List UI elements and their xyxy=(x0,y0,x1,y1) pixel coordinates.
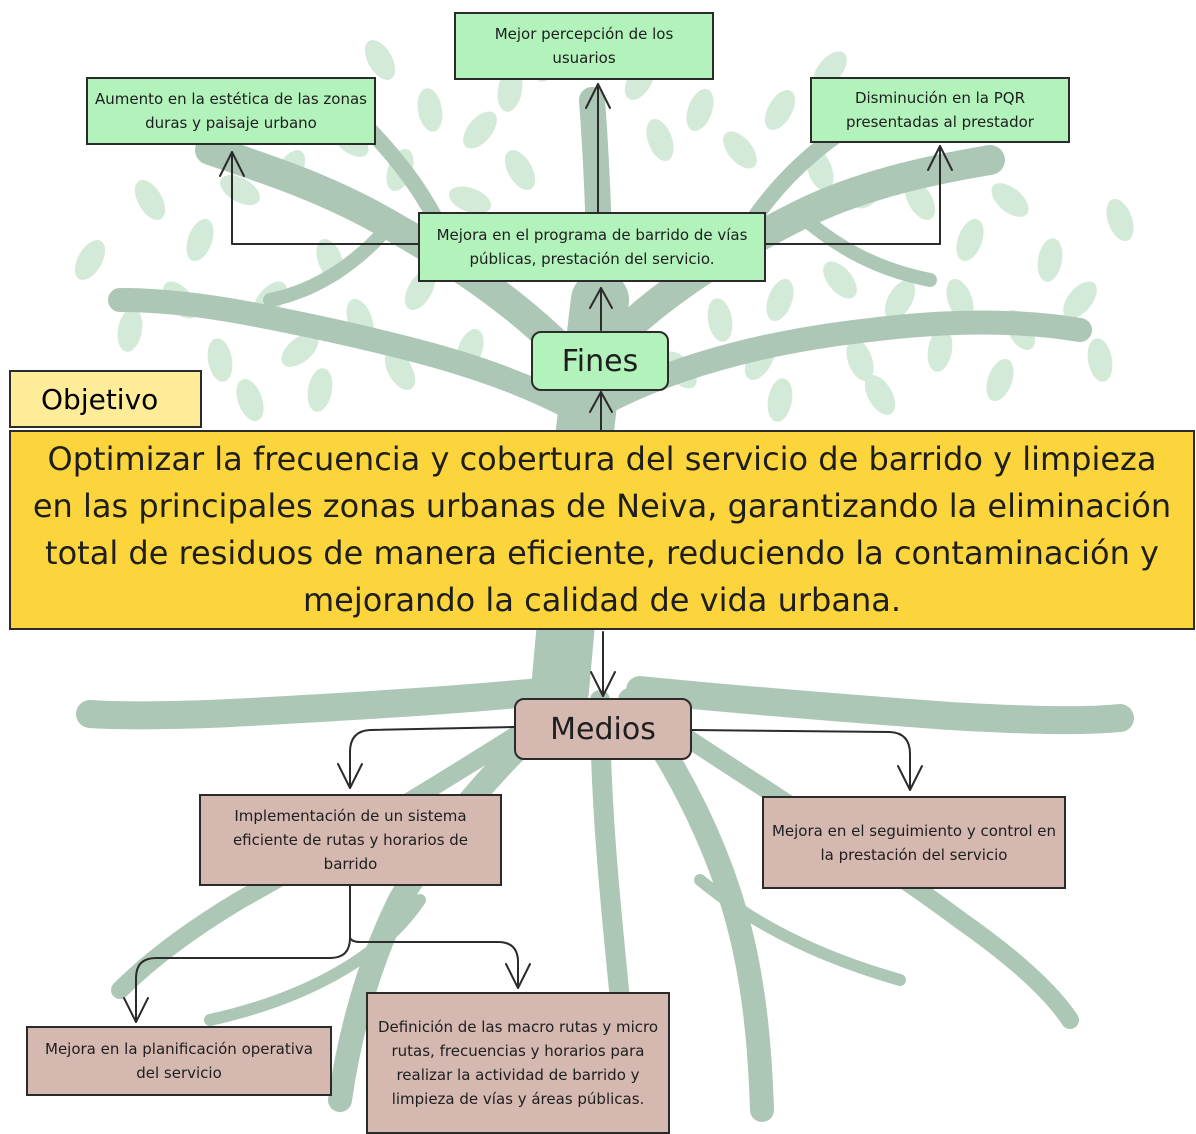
tree-branch xyxy=(694,874,906,986)
tree-branch xyxy=(793,208,937,287)
arrow-fines-to-effect-left xyxy=(219,151,419,245)
tree-leaf xyxy=(307,368,333,412)
tree-leaf xyxy=(117,308,143,352)
tree-branch xyxy=(108,288,587,422)
tree-leaf xyxy=(1087,338,1113,382)
tree-leaf xyxy=(74,240,106,280)
tree-branch xyxy=(204,894,426,1026)
tree-branch xyxy=(651,711,1079,1029)
tree-leaf xyxy=(956,218,984,262)
effect-text-pqr: Disminución en la PQR presentadas al pre… xyxy=(846,89,1034,131)
tree-branch xyxy=(263,218,397,307)
arrow-objective-to-fines xyxy=(589,391,613,431)
tree-leaf xyxy=(864,375,896,415)
fines-badge: Fines xyxy=(531,331,669,391)
effect-text-perception: Mejor percepción de los usuarios xyxy=(494,25,674,67)
tree-branch xyxy=(328,688,582,1112)
tree-leaf xyxy=(766,278,794,322)
tree-leaf xyxy=(1106,198,1134,242)
means-text-monitoring: Mejora en el seguimiento y control en la… xyxy=(771,821,1057,864)
tree-branch xyxy=(618,688,774,1122)
tree-leaf xyxy=(764,90,796,130)
tree-leaf xyxy=(723,131,757,169)
effect-text-aesthetics: Aumento en la estética de las zonas dura… xyxy=(94,90,367,132)
arrow-fines-badge-to-main xyxy=(589,287,613,331)
tree-branches xyxy=(76,87,1134,1134)
arrow-fines-to-effect-center xyxy=(585,83,611,213)
tree-leaf xyxy=(281,333,319,367)
objective-label: Objetivo xyxy=(41,382,159,416)
tree-leaf xyxy=(991,183,1029,217)
fines-main-text: Mejora en el programa de barrido de vías… xyxy=(436,226,748,268)
tree-leaf xyxy=(134,180,166,220)
tree-leaf xyxy=(417,88,443,132)
tree-branch xyxy=(626,676,1134,735)
objective-label-box: Objetivo xyxy=(9,370,202,428)
arrow-medios-to-left xyxy=(337,726,515,789)
tree-leaf xyxy=(646,118,674,162)
tree-leaf xyxy=(504,150,536,190)
means-text-routes-system: Implementación de un sistema eficiente d… xyxy=(232,807,469,873)
objective-text: Optimizar la frecuencia y cobertura del … xyxy=(32,440,1172,619)
effect-box-aesthetics: Aumento en la estética de las zonas dura… xyxy=(86,77,376,145)
means-box-planning: Mejora en la planificación operativa del… xyxy=(26,1026,332,1096)
tree-leaf xyxy=(236,378,264,422)
tree-leaf xyxy=(186,218,214,262)
tree-leaf xyxy=(207,338,233,382)
tree-leaf xyxy=(448,186,492,214)
means-box-monitoring: Mejora en el seguimiento y control en la… xyxy=(762,796,1066,889)
means-text-planning: Mejora en la planificación operativa del… xyxy=(45,1040,313,1082)
tree-leaf xyxy=(823,261,857,299)
fines-main-box: Mejora en el programa de barrido de vías… xyxy=(418,212,766,282)
tree-leaf xyxy=(463,111,497,149)
tree-leaf xyxy=(927,328,953,372)
tree-leaf xyxy=(220,174,260,206)
tree-leaf xyxy=(364,40,396,80)
tree-leaf xyxy=(946,278,974,322)
objective-box: Optimizar la frecuencia y cobertura del … xyxy=(9,430,1195,630)
tree-leaf xyxy=(686,88,714,132)
means-box-macro-routes: Definición de las macro rutas y micro ru… xyxy=(366,992,670,1134)
tree-leaf xyxy=(846,338,874,382)
tree-leaf xyxy=(1063,281,1097,319)
tree-leaf xyxy=(1037,238,1063,282)
tree-branch xyxy=(76,676,574,730)
arrow-objective-to-medios xyxy=(590,631,616,697)
tree-leaf xyxy=(767,378,793,422)
medios-label: Medios xyxy=(550,711,656,747)
arrow-medios-to-right xyxy=(691,729,923,791)
arrow-left-to-sub-right xyxy=(349,937,531,989)
arrow-fines-to-effect-right xyxy=(765,145,953,245)
means-box-routes-system: Implementación de un sistema eficiente d… xyxy=(199,794,502,886)
effect-box-perception: Mejor percepción de los usuarios xyxy=(454,12,714,80)
means-text-macro-routes: Definición de las macro rutas y micro ru… xyxy=(377,1018,659,1108)
medios-badge: Medios xyxy=(514,698,692,760)
arrow-left-to-sub-left xyxy=(123,885,351,1023)
tree-branch xyxy=(598,310,1092,412)
tree-leaf xyxy=(986,358,1014,402)
effect-box-pqr: Disminución en la PQR presentadas al pre… xyxy=(810,77,1070,143)
tree-leaf xyxy=(707,298,733,342)
fines-label: Fines xyxy=(561,343,639,379)
tree-leaf xyxy=(884,280,916,320)
